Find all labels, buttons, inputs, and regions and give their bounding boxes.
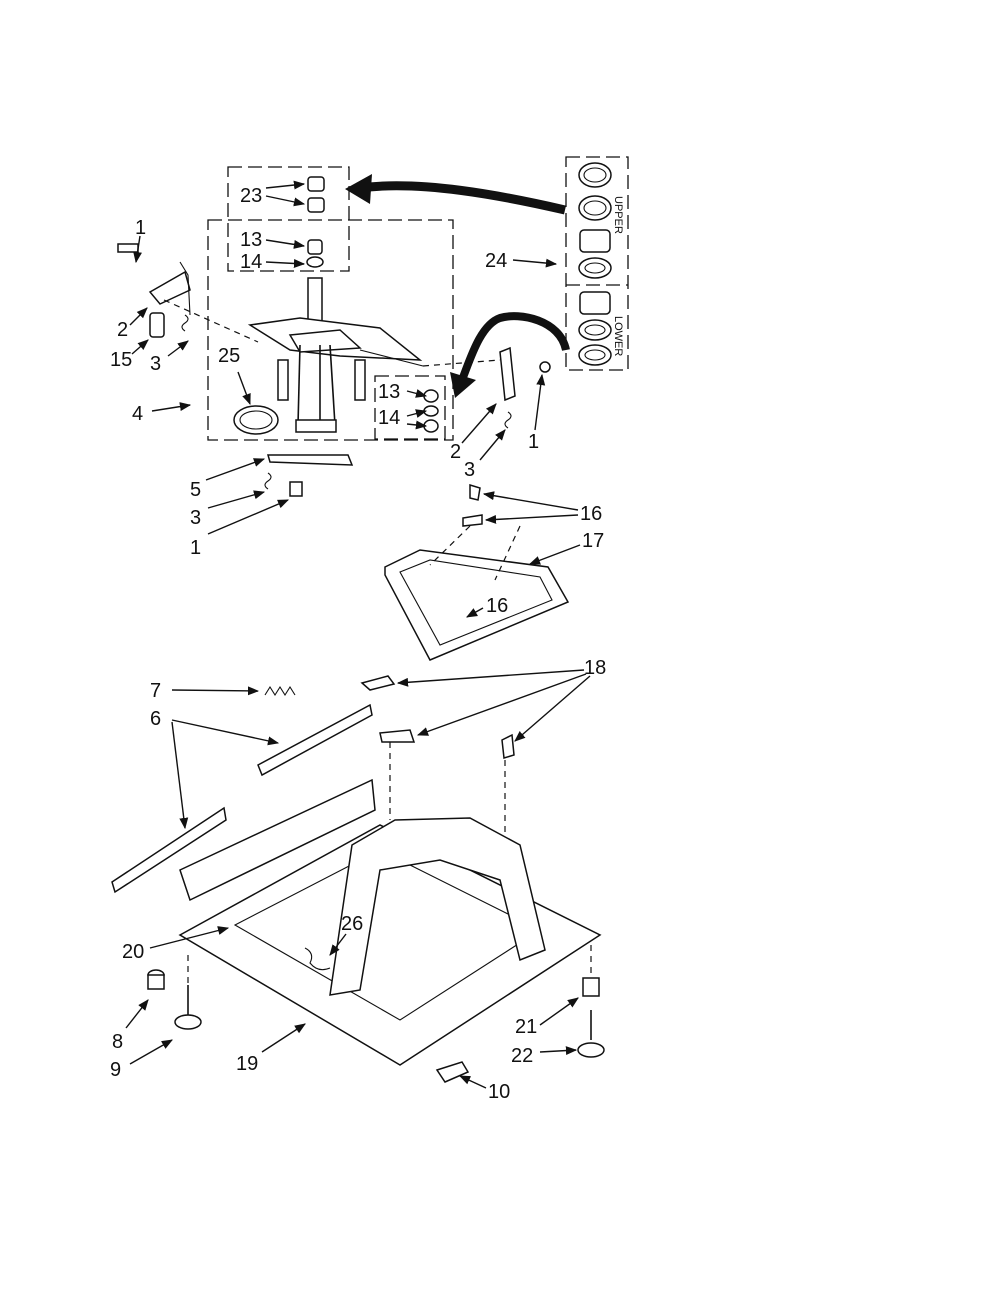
callout-18: 18 xyxy=(584,657,606,679)
top-bumpers xyxy=(306,176,325,268)
callout-24: 24 xyxy=(485,250,507,272)
corner-cap-10 xyxy=(435,1061,470,1083)
base-frame xyxy=(178,778,602,1066)
callout-22: 22 xyxy=(511,1045,533,1067)
suspension-assembly-box xyxy=(207,219,454,441)
callout-8: 8 xyxy=(112,1031,123,1053)
callout-16-frame: 16 xyxy=(486,595,508,617)
callout-3-right: 3 xyxy=(464,459,475,481)
clip-top xyxy=(469,483,481,501)
side-bumpers xyxy=(423,389,439,433)
callout-13-top: 13 xyxy=(240,229,262,251)
callout-13-side: 13 xyxy=(378,381,400,403)
callout-21: 21 xyxy=(515,1016,537,1038)
callout-14-top: 14 xyxy=(240,251,262,273)
callout-26: 26 xyxy=(341,913,363,935)
suspension-assembly xyxy=(247,277,424,433)
clip-18-a xyxy=(360,675,396,691)
callout-3-bottom: 3 xyxy=(190,507,201,529)
callout-17: 17 xyxy=(582,530,604,552)
callout-16-top: 16 xyxy=(580,503,602,525)
gear-case-seal xyxy=(233,405,279,435)
callout-1-bottom: 1 xyxy=(190,537,201,559)
leader-arrows xyxy=(125,180,591,1089)
callout-1-left: 1 xyxy=(135,217,146,239)
callout-20: 20 xyxy=(122,941,144,963)
kit-arrow-lower xyxy=(458,312,570,382)
left-bracket-parts xyxy=(117,243,259,343)
clip-18-c xyxy=(501,733,515,759)
rail-6-lower xyxy=(111,806,227,894)
frame-assembly xyxy=(384,549,570,661)
rail-6-upper xyxy=(257,703,373,777)
callout-2-left: 2 xyxy=(117,319,128,341)
callout-23: 23 xyxy=(240,185,262,207)
leveling-feet xyxy=(147,945,605,1058)
callout-1-right: 1 xyxy=(528,431,539,453)
bumper-kit-box xyxy=(227,166,350,272)
kit-arrow-upper xyxy=(359,181,567,215)
replacement-kit-box xyxy=(565,156,629,371)
callout-3-left: 3 xyxy=(150,353,161,375)
clip-middle xyxy=(462,514,483,527)
callout-19: 19 xyxy=(236,1053,258,1075)
callout-15: 15 xyxy=(110,349,132,371)
bottom-bracket xyxy=(267,454,354,466)
right-bracket-parts xyxy=(422,346,551,429)
callout-25: 25 xyxy=(218,345,240,367)
callout-5: 5 xyxy=(190,479,201,501)
callout-9: 9 xyxy=(110,1059,121,1081)
callout-14-side: 14 xyxy=(378,407,400,429)
callout-4: 4 xyxy=(132,403,143,425)
kit-rings xyxy=(578,162,612,366)
side-bumper-box xyxy=(374,375,446,440)
kit-upper-label: UPPER xyxy=(612,196,624,234)
kit-lower-label: LOWER xyxy=(612,316,624,356)
callout-2-right: 2 xyxy=(450,441,461,463)
spring-7 xyxy=(264,685,296,697)
callout-6: 6 xyxy=(150,708,161,730)
callout-10: 10 xyxy=(488,1081,510,1103)
callout-7: 7 xyxy=(150,680,161,702)
clip-18-b xyxy=(379,729,416,743)
